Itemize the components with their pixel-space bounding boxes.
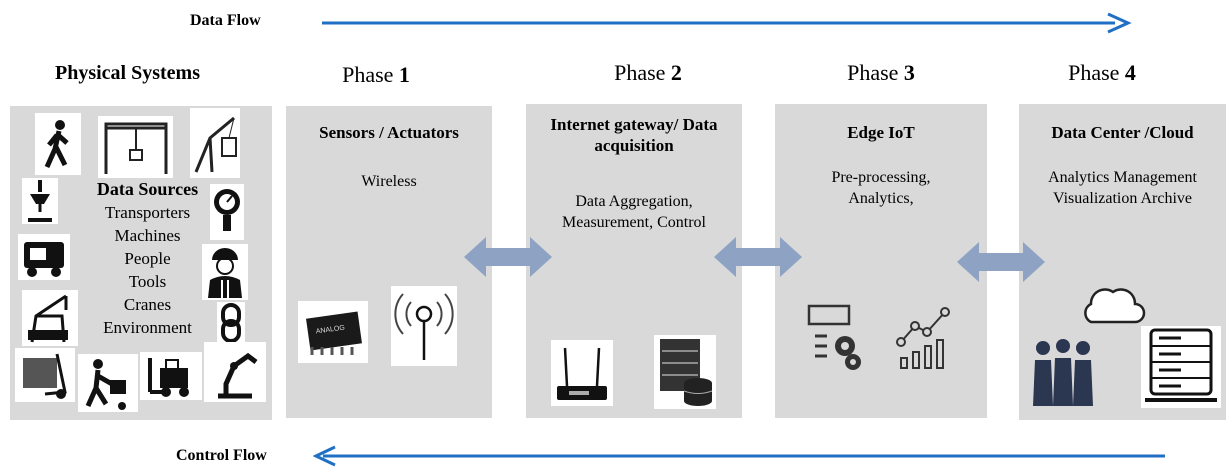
gauge-icon	[210, 184, 244, 240]
hook-icon	[22, 178, 58, 224]
data-sources-list: Data Sources Transporters Machines Peopl…	[80, 178, 215, 339]
gear-settings-icon	[805, 302, 867, 374]
cloud-icon	[1077, 280, 1147, 330]
container-crane-icon	[190, 108, 240, 178]
data-source-item: Cranes	[123, 295, 172, 314]
phase-2-title: Phase 2	[614, 60, 682, 85]
phase-1-text: Wireless	[361, 173, 417, 190]
datacenter-server-icon	[1141, 326, 1221, 408]
generator-icon	[18, 234, 70, 280]
people-group-icon	[1027, 336, 1099, 408]
worker-icon	[202, 244, 248, 300]
physical-systems-title: Physical Systems	[55, 62, 200, 84]
svg-text:ANALOG: ANALOG	[315, 324, 345, 335]
antenna-icon	[391, 286, 457, 366]
server-stack-icon	[654, 335, 716, 409]
data-source-item: Machines	[114, 226, 181, 245]
phase-1-heading: Sensors / Actuators	[319, 123, 459, 142]
connector-phase3-phase4	[957, 242, 1045, 282]
phase-3-heading: Edge IoT	[847, 123, 915, 142]
phase-3-box: Edge IoT Pre-processing, Analytics,	[775, 104, 987, 418]
data-source-item: Transporters	[104, 203, 191, 222]
data-flow-arrow	[322, 12, 1132, 34]
port-crane-icon	[22, 290, 78, 346]
control-flow-arrow	[313, 445, 1165, 467]
phase-2-heading: Internet gateway/ Data acquisition	[550, 115, 718, 155]
delivery-person-icon	[78, 354, 138, 412]
phase-3-text: Pre-processing, Analytics,	[831, 169, 931, 207]
phase-4-text: Analytics Management Visualization Archi…	[1048, 169, 1197, 207]
data-flow-label: Data Flow	[190, 12, 261, 29]
physical-systems-panel: Data Sources Transporters Machines Peopl…	[10, 106, 272, 420]
connector-physical-phase1	[464, 237, 552, 277]
router-icon	[551, 340, 613, 406]
walking-person-icon	[35, 113, 81, 175]
phase-3-title: Phase 3	[847, 60, 915, 85]
data-source-item: People	[124, 249, 171, 268]
forklift-icon	[140, 352, 202, 400]
phase-4-box: Data Center /Cloud Analytics Management …	[1019, 104, 1226, 420]
robot-arm-icon	[204, 342, 266, 402]
chain-icon	[217, 302, 245, 344]
hand-truck-icon	[15, 348, 75, 402]
connector-phase2-phase3	[714, 237, 802, 277]
data-source-item: Tools	[128, 272, 167, 291]
analytics-chart-icon	[893, 302, 955, 374]
phase-4-heading: Data Center /Cloud	[1051, 123, 1194, 142]
gantry-crane-icon	[98, 116, 173, 178]
phase-2-box: Internet gateway/ Data acquisition Data …	[526, 104, 742, 418]
data-source-item: Environment	[103, 318, 192, 337]
phase-1-box: Sensors / Actuators Wireless ANALOG	[286, 106, 492, 418]
phase-4-title: Phase 4	[1068, 60, 1136, 85]
phase-2-text: Data Aggregation, Measurement, Control	[562, 193, 706, 231]
control-flow-label: Control Flow	[176, 447, 267, 464]
phase-1-title: Phase 1	[342, 62, 410, 87]
chip-icon: ANALOG	[298, 301, 368, 363]
data-sources-heading: Data Sources	[96, 179, 199, 199]
